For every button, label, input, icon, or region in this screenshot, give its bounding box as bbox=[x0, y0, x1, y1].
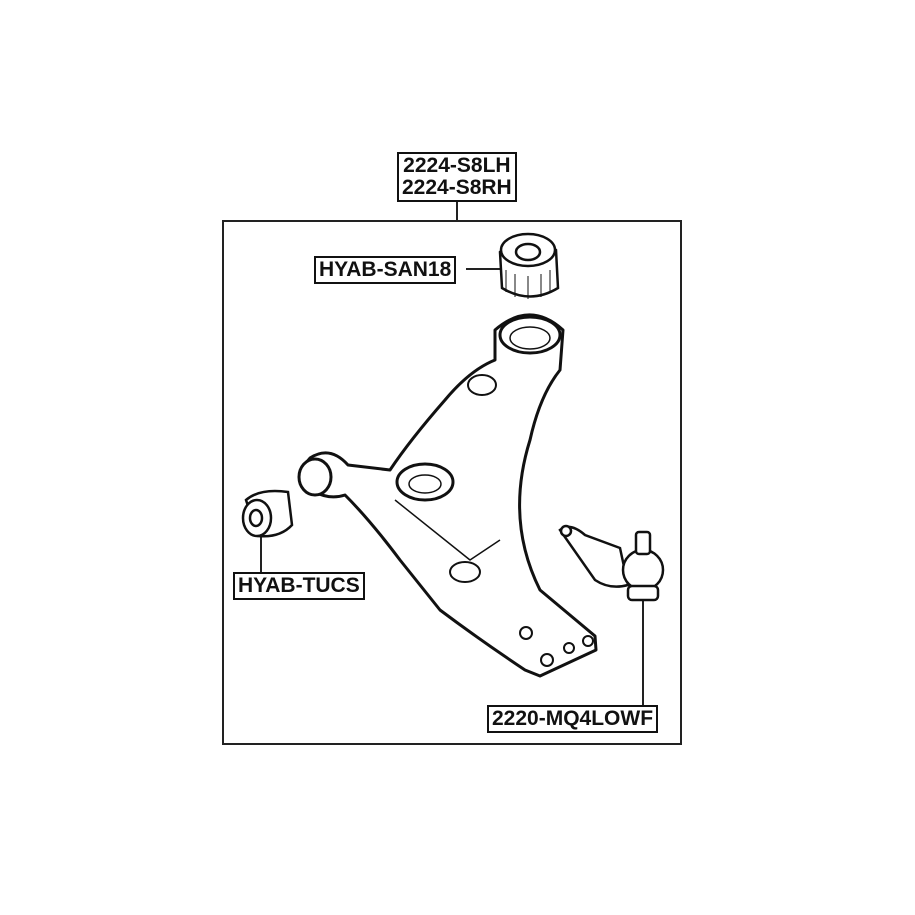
ball-joint-part bbox=[558, 524, 665, 602]
upper-bushing-label: HYAB-SAN18 bbox=[314, 256, 457, 284]
part-number-left: 2224-S8LH bbox=[403, 154, 511, 177]
assembly-frame bbox=[222, 220, 682, 745]
upper-bushing-part bbox=[498, 232, 560, 299]
assembly-part-number-label: 2224-S8LH 2224-S8RH bbox=[397, 152, 517, 202]
front-bushing-part bbox=[241, 489, 294, 538]
part-number-right: 2224-S8RH bbox=[402, 176, 512, 199]
front-bushing-label: HYAB-TUCS bbox=[233, 572, 365, 600]
control-arm-part bbox=[297, 313, 598, 678]
ball-joint-label: 2220-MQ4LOWF bbox=[487, 705, 659, 733]
